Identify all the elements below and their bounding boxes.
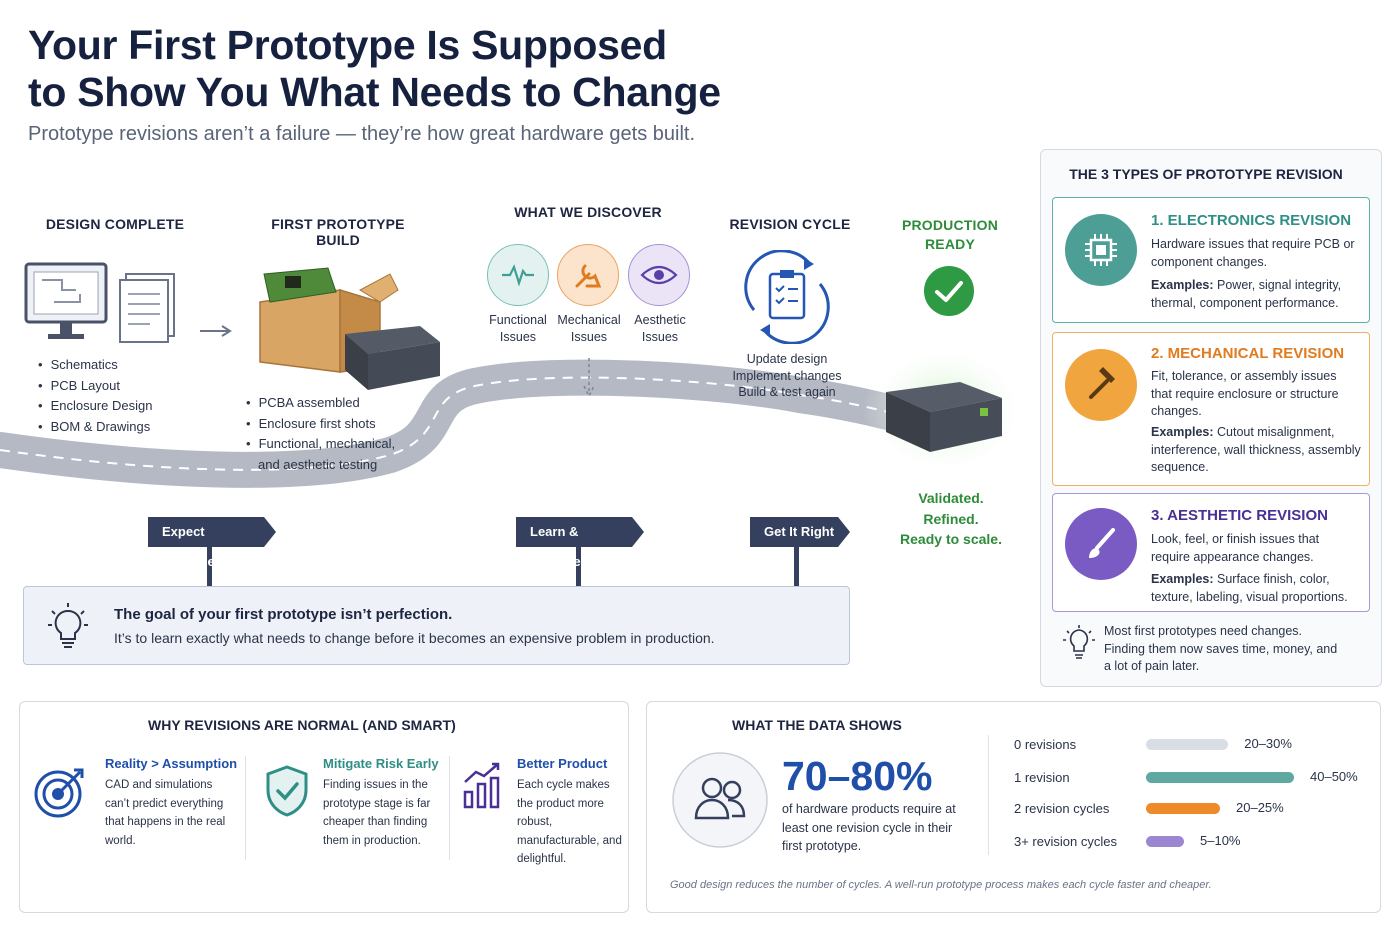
why-panel bbox=[19, 701, 629, 913]
big-stat: 70–80% bbox=[782, 753, 933, 799]
design-list: Schematics PCB Layout Enclosure Design B… bbox=[38, 355, 153, 437]
arrow-right-icon bbox=[200, 325, 232, 337]
goal-headline: The goal of your first prototype isn’t p… bbox=[114, 606, 453, 623]
sign-post bbox=[207, 546, 212, 586]
wrench-icon bbox=[557, 244, 619, 306]
why-heading: WHY REVISIONS ARE NORMAL (AND SMART) bbox=[148, 717, 456, 733]
bar-value: 20–25% bbox=[1236, 800, 1284, 815]
stage-discover-title: WHAT WE DISCOVER bbox=[514, 204, 662, 220]
shield-check-icon bbox=[266, 765, 308, 817]
why-1-text: CAD and simulations can’t predict everyt… bbox=[105, 779, 226, 847]
road-illustration bbox=[0, 359, 938, 488]
stage-first-build-title: FIRST PROTOTYPE BUILD bbox=[271, 216, 405, 248]
why-1-title: Reality > Assumption bbox=[105, 756, 238, 771]
data-panel bbox=[646, 701, 1381, 913]
sign-get-it-right: Get It Right bbox=[750, 517, 850, 547]
stat-text: of hardware products require at least on… bbox=[782, 802, 956, 853]
checkmark-icon bbox=[924, 266, 974, 316]
chip-icon bbox=[1065, 214, 1137, 286]
bar-label: 1 revision bbox=[1014, 770, 1070, 785]
sign-post bbox=[576, 546, 581, 586]
revision-lines: Update design Implement changes Build & … bbox=[732, 352, 842, 399]
finished-device-icon bbox=[863, 344, 1027, 476]
divider bbox=[449, 756, 450, 860]
growth-chart-icon bbox=[463, 762, 500, 809]
divider bbox=[245, 756, 246, 860]
bar-2 bbox=[1146, 803, 1220, 814]
card-electronics: 1. ELECTRONICS REVISION Hardware issues … bbox=[1052, 197, 1370, 323]
sign-learn-improve: Learn & Improve bbox=[516, 517, 644, 569]
monitor-documents-icon bbox=[24, 262, 175, 343]
data-footnote: Good design reduces the number of cycles… bbox=[670, 879, 1212, 891]
goal-body: It’s to learn exactly what needs to chan… bbox=[114, 630, 715, 646]
why-3-text: Each cycle makes the product more robust… bbox=[517, 779, 622, 865]
revision-cycle-icon bbox=[744, 250, 830, 344]
types-tip: Most first prototypes need changes. Find… bbox=[1104, 624, 1338, 673]
hammer-icon bbox=[1065, 349, 1137, 421]
bar-label: 3+ revision cycles bbox=[1014, 834, 1117, 849]
why-3-title: Better Product bbox=[517, 756, 608, 771]
production-lines: Validated. Refined. Ready to scale. bbox=[900, 490, 1002, 547]
bar-value: 40–50% bbox=[1310, 769, 1358, 784]
bar-0 bbox=[1146, 739, 1229, 750]
why-2-text: Finding issues in the prototype stage is… bbox=[323, 779, 431, 847]
bar-value: 20–30% bbox=[1244, 736, 1292, 751]
box-pcb-device-icon bbox=[259, 267, 440, 390]
arrow-down-icon bbox=[583, 358, 595, 398]
pulse-icon bbox=[487, 244, 549, 306]
goal-banner: The goal of your first prototype isn’t p… bbox=[23, 586, 850, 665]
stage-revision-title: REVISION CYCLE bbox=[729, 216, 851, 232]
types-heading: THE 3 TYPES OF PROTOTYPE REVISION bbox=[1069, 166, 1343, 182]
bar-3 bbox=[1146, 836, 1184, 847]
lightbulb-icon bbox=[1063, 625, 1095, 659]
divider bbox=[988, 735, 989, 855]
paintbrush-icon bbox=[1065, 508, 1137, 580]
bar-label: 2 revision cycles bbox=[1014, 801, 1110, 816]
stage-design-title: DESIGN COMPLETE bbox=[45, 216, 185, 232]
stage-production-title: PRODUCTION READY bbox=[901, 217, 999, 252]
users-icon bbox=[672, 752, 768, 848]
target-icon bbox=[34, 768, 84, 818]
bar-value: 5–10% bbox=[1200, 833, 1241, 848]
sign-post bbox=[794, 546, 799, 586]
lightbulb-icon bbox=[48, 603, 88, 648]
bar-label: 0 revisions bbox=[1014, 737, 1077, 752]
page-title: Your First Prototype Is Supposed to Show… bbox=[28, 22, 721, 115]
first-build-list: PCBA assembled Enclosure first shots Fun… bbox=[246, 393, 395, 475]
eye-icon bbox=[628, 244, 690, 306]
card-aesthetic: 3. AESTHETIC REVISION Look, feel, or fin… bbox=[1052, 493, 1370, 612]
data-heading: WHAT THE DATA SHOWS bbox=[732, 717, 902, 733]
why-2-title: Mitigate Risk Early bbox=[323, 756, 439, 771]
bar-1 bbox=[1146, 772, 1294, 783]
card-mechanical: 2. MECHANICAL REVISION Fit, tolerance, o… bbox=[1052, 332, 1370, 486]
sign-expect-surprises: Expect Surprises bbox=[148, 517, 276, 569]
page-subtitle: Prototype revisions aren’t a failure — t… bbox=[28, 123, 696, 145]
